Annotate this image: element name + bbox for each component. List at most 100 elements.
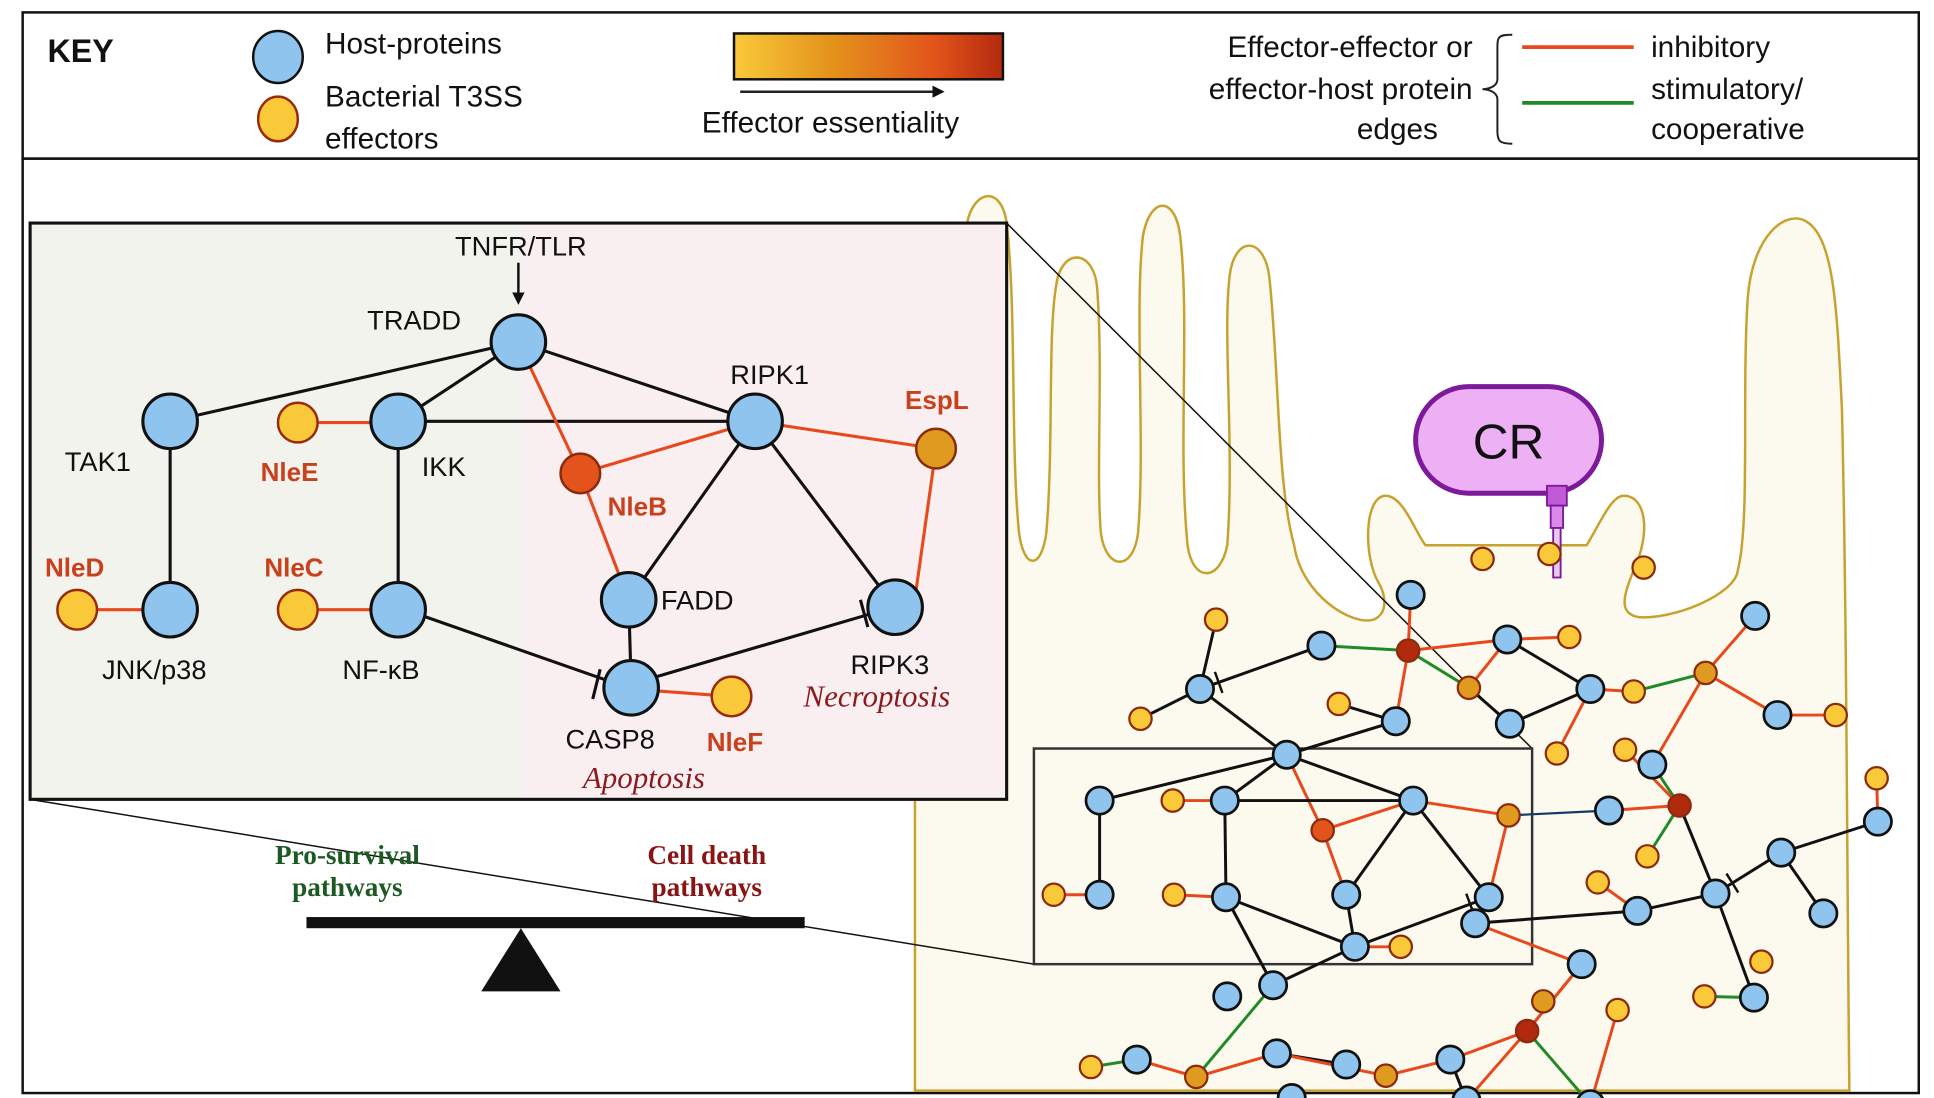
node-tak1[interactable] [141,392,199,451]
cell-network-host-node [1862,806,1893,837]
cell-network-edge [1345,799,1415,896]
bacterium-label: CR [1473,414,1545,470]
effector-espl[interactable] [914,427,958,470]
cell-network-edge [1412,799,1509,817]
cell-network-host-node [1762,700,1793,731]
host-protein-legend-label: Host-proteins [325,27,502,60]
cell-network-effector-node [1456,675,1482,701]
cell-network-edge [1526,1030,1587,1098]
cell-network-edge [1651,672,1707,766]
cell-network-host-node [1258,970,1289,1001]
cell-death-label-line1: Cell death [647,840,766,870]
cell-membrane [913,195,1851,1092]
effector-nlec[interactable] [276,588,319,631]
label-nfkb: NF-κB [342,654,419,685]
cell-network-effector-node [1078,1054,1104,1080]
cell-network-host-node [1271,739,1302,770]
cell-network-effector-node [1667,793,1692,818]
cell-network-edge [1408,637,1508,653]
cell-network-host-node [1575,674,1606,705]
injectisome-mid-icon [1549,504,1565,529]
cell-network-effector-node [1621,679,1647,704]
cell-network-edge [1224,896,1275,986]
node-ripk3[interactable] [866,578,924,637]
cell-network-host-node [1451,1085,1482,1098]
inhibit-bar [1725,872,1740,894]
node-fadd[interactable] [599,570,658,629]
cell-network-edge [1199,687,1288,756]
cell-network [1041,541,1893,1098]
cell-network-host-node [1380,706,1411,737]
cell-network-effector-node [1041,882,1067,908]
effector-nlef[interactable] [710,675,753,718]
cell-network-edge [1590,1009,1620,1098]
cell-network-host-node [1212,981,1243,1012]
cell-death-label-line2: pathways [651,872,762,902]
edge-espl-ripk3 [912,448,938,608]
cell-network-effector-node [1310,818,1335,843]
cell-network-effector-node [1544,741,1570,766]
label-ripk3: RIPK3 [851,649,930,680]
host-cell [913,195,1851,1092]
pro-survival-label-line2: pathways [292,872,403,902]
cell-network-effector-node [1864,765,1889,791]
cell-network-edge [1466,1030,1529,1098]
cell-network-effector-node [1612,737,1638,763]
effector-nlee[interactable] [276,401,319,444]
cell-network-edge [1322,799,1414,832]
cell-network-host-node [1738,982,1769,1013]
cell-network-host-node [1084,879,1115,910]
node-ripk1[interactable] [726,392,784,451]
node-ikk[interactable] [369,392,427,451]
cell-network-host-node [1460,908,1491,939]
key-panel: KEY Host-proteins Bacterial T3SS effecto… [21,11,1921,160]
node-jnk-p38[interactable] [141,580,199,639]
label-tak1: TAK1 [65,446,131,477]
cell-network-effector-node [1530,989,1556,1014]
effector-nled[interactable] [56,588,99,631]
cell-network-effector-node [1635,844,1660,869]
cell-network-host-node [1121,1044,1152,1075]
cell-network-host-node [1637,749,1668,780]
cell-network-effector-node [1326,691,1352,717]
cell-network-edge [1354,895,1490,949]
cell-network-effector-node [1388,934,1414,960]
bacterium-body [1413,384,1604,496]
zoom-connector-top [1006,222,1533,750]
cell-network-edge [1195,984,1275,1078]
cell-network-effector-node [1823,702,1849,728]
edge-nfkb-casp8 [397,605,619,686]
cell-network-edge [1474,921,1583,966]
node-nfkb[interactable] [369,580,427,639]
edge-ripk1-espl [754,419,937,451]
cell-network-host-node [1700,878,1731,909]
cell-network-host-node [1395,579,1426,610]
cell-network-edge [1099,753,1288,803]
inhibit-bar [1213,671,1224,694]
cell-network-host-node [1435,1044,1466,1075]
effector-nleb[interactable] [559,452,602,495]
node-casp8[interactable] [602,658,660,717]
cell-network-host-node [1184,674,1215,705]
cell-network-effector-node [1605,997,1630,1023]
edge-ripk1-fadd [627,420,757,601]
edge-casp8-ripk3 [630,613,869,686]
node-tradd[interactable] [489,313,548,371]
cell-network-edge [1286,719,1397,757]
apoptosis-label: Apoptosis [581,760,705,795]
balance-scale: Pro-survival pathways Cell death pathway… [275,840,805,992]
cell-network-edge [1199,644,1322,691]
cell-network-edge [1633,671,1706,693]
edges-label-line3: edges [1357,113,1438,146]
edge-ripk1-ripk3 [753,420,897,609]
label-casp8: CASP8 [565,724,654,755]
receptor-label: TNFR/TLR [455,230,587,261]
cell-network-edge [1474,909,1638,925]
essentiality-gradient-bar [732,32,1005,81]
zoom-connector-bottom [29,798,1035,965]
cell-network-host-node [1276,1083,1307,1098]
label-nlef: NleF [707,727,763,757]
host-protein-legend-icon [251,29,304,85]
cell-network-host-node [1473,882,1504,913]
label-nleb: NleB [608,492,667,522]
